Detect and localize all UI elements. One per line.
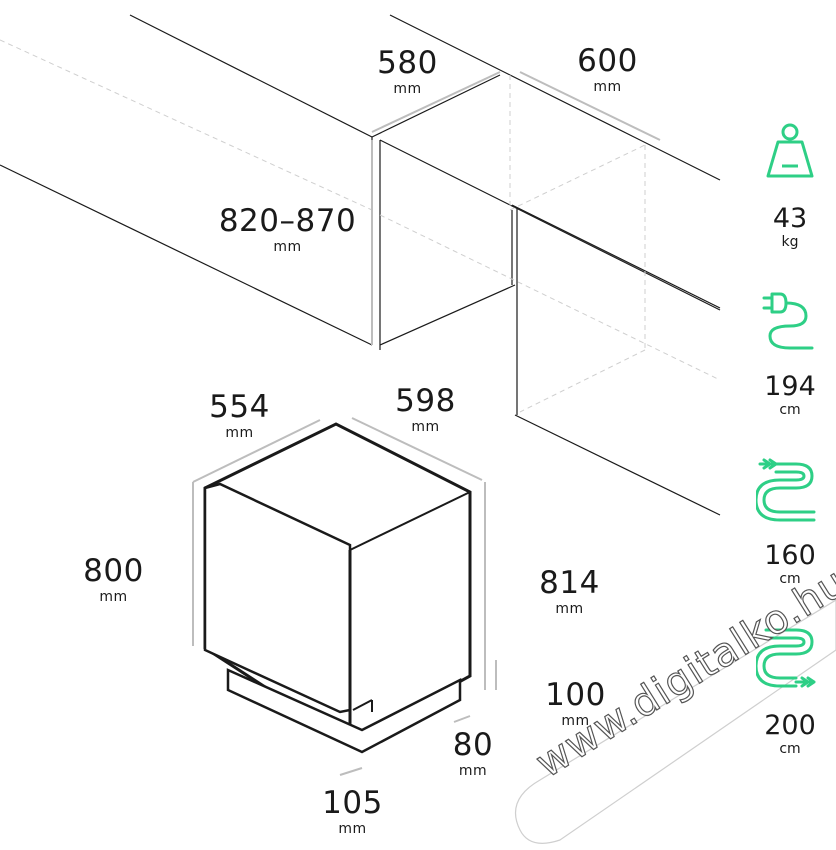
dim-value: 814: [539, 565, 600, 601]
dim-unit-height: 800 mm: [66, 553, 161, 605]
spec-value: 200: [764, 710, 816, 741]
spec-unit: cm: [779, 571, 801, 587]
dim-value: 100: [545, 677, 606, 713]
spec-inlet-hose: 160 cm: [750, 542, 830, 586]
inlet-hose-icon: [756, 458, 816, 522]
dim-unit: mm: [99, 589, 128, 605]
dim-value: 80: [452, 727, 494, 763]
dim-value: 800: [83, 553, 144, 589]
dim-value: 580: [377, 45, 438, 81]
dim-niche-width: 600 mm: [560, 43, 655, 95]
dim-unit: mm: [411, 419, 440, 435]
dim-niche-height: 820–870 mm: [210, 203, 365, 255]
dim-plinth-height: 100 mm: [528, 677, 623, 729]
dim-value: 600: [577, 43, 638, 79]
dim-unit: mm: [458, 763, 488, 779]
watermark-outline: [514, 599, 836, 844]
dim-unit: mm: [225, 425, 254, 441]
spec-drain-hose: 200 cm: [750, 712, 830, 756]
dim-base-depth: 105 mm: [310, 785, 395, 837]
niche-dashed-lines: [0, 39, 721, 413]
dim-niche-depth: 580 mm: [360, 45, 455, 97]
power-cord-icon: [762, 292, 814, 350]
dim-plinth-depth: 80 mm: [438, 727, 508, 779]
dishwasher: [203, 422, 472, 754]
spec-power-cord: 194 cm: [750, 373, 830, 417]
spec-value: 160: [764, 540, 816, 571]
dim-unit: mm: [273, 239, 302, 255]
dim-unit-height-max: 814 mm: [522, 565, 617, 617]
niche-dimension-lines: [371, 71, 661, 345]
weight-icon: [766, 123, 814, 178]
dim-value: 598: [395, 383, 456, 419]
spec-unit: cm: [779, 741, 801, 757]
dim-unit: mm: [555, 601, 584, 617]
dim-unit: mm: [338, 821, 367, 837]
spec-unit: cm: [779, 402, 801, 418]
dim-value: 820–870: [218, 203, 357, 239]
dim-value: 554: [209, 389, 270, 425]
dim-unit-depth: 554 mm: [192, 389, 287, 441]
dim-unit: mm: [393, 81, 422, 97]
drain-hose-icon: [756, 628, 816, 688]
spec-unit: kg: [781, 234, 799, 250]
spec-value: 43: [772, 203, 808, 234]
unit-dimension-lines: [192, 417, 497, 776]
spec-value: 194: [764, 371, 816, 402]
dim-unit: mm: [561, 713, 590, 729]
dim-value: 105: [322, 785, 383, 821]
spec-weight: 43 kg: [750, 205, 830, 249]
dim-unit-width: 598 mm: [378, 383, 473, 435]
dim-unit: mm: [593, 79, 622, 95]
